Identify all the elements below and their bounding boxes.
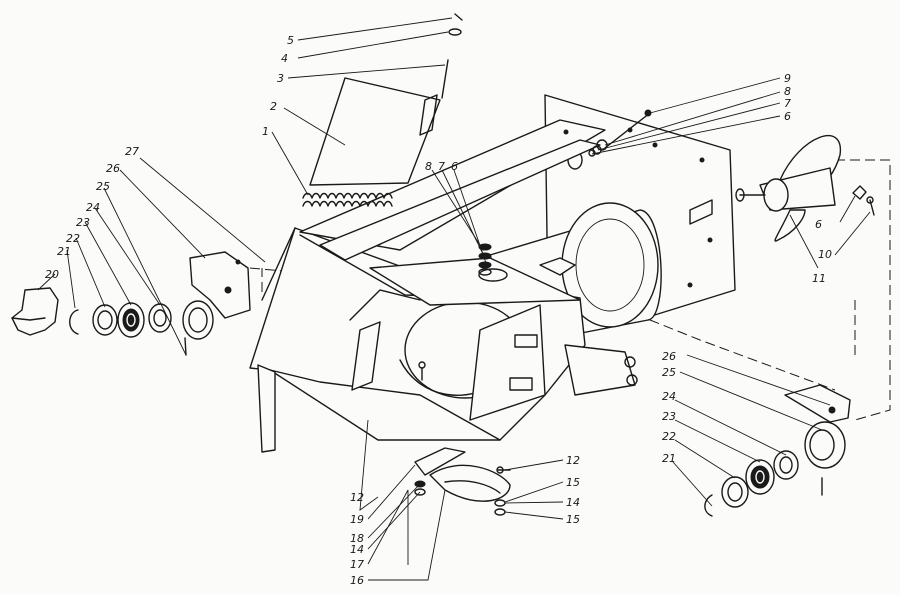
callout-label: 3 <box>277 72 284 85</box>
callout-label: 26 <box>662 350 676 363</box>
callout-label: 7 <box>438 160 445 173</box>
callout-label: 22 <box>662 430 676 443</box>
callout-label: 20 <box>45 268 59 281</box>
callout-label: 10 <box>818 248 832 261</box>
callout-label: 5 <box>287 34 294 47</box>
impeller-assembly <box>735 135 875 242</box>
callout-label: 27 <box>125 145 139 158</box>
callout-label: 22 <box>66 232 80 245</box>
callout-label: 23 <box>76 216 90 229</box>
callout-label: 24 <box>86 201 100 214</box>
leader-lines <box>37 17 871 581</box>
callout-label: 15 <box>566 513 580 526</box>
right-bearing-assembly <box>704 384 851 517</box>
callout-label: 25 <box>96 180 110 193</box>
cover-plate <box>309 77 441 186</box>
housing-body <box>249 94 736 453</box>
left-bearing-assembly <box>11 251 251 356</box>
callout-label: 16 <box>350 574 364 587</box>
callout-label: 9 <box>784 72 791 85</box>
callout-label: 19 <box>350 513 364 526</box>
callout-label: 14 <box>350 543 364 556</box>
callout-label: 8 <box>784 85 791 98</box>
callout-label: 12 <box>566 454 580 467</box>
callout-label: 7 <box>784 97 791 110</box>
callout-label: 25 <box>662 366 676 379</box>
callout-label: 11 <box>812 272 826 285</box>
callout-label: 2 <box>270 100 277 113</box>
beam-fasteners <box>588 109 652 157</box>
callout-label: 23 <box>662 410 676 423</box>
callout-label: 17 <box>350 558 364 571</box>
callout-label: 12 <box>350 491 364 504</box>
callout-labels: 5 4 3 2 1 9 8 7 6 8 7 6 6 10 11 26 25 24… <box>45 34 832 587</box>
callout-label: 18 <box>350 532 364 545</box>
callout-label: 8 <box>425 160 432 173</box>
bottom-skid-assembly <box>414 361 511 516</box>
callout-label: 26 <box>106 162 120 175</box>
callout-label: 6 <box>784 110 791 123</box>
top-cover-parts <box>302 13 463 207</box>
callout-label: 4 <box>281 52 288 65</box>
callout-label: 1 <box>262 125 269 138</box>
callout-label: 15 <box>566 476 580 489</box>
callout-label: 6 <box>815 218 822 231</box>
center-washer-stack <box>478 243 492 276</box>
callout-label: 21 <box>57 245 71 258</box>
callout-label: 14 <box>566 496 580 509</box>
callout-label: 21 <box>662 452 676 465</box>
spring-coil <box>302 192 393 207</box>
callout-label: 6 <box>451 160 458 173</box>
callout-label: 24 <box>662 390 676 403</box>
